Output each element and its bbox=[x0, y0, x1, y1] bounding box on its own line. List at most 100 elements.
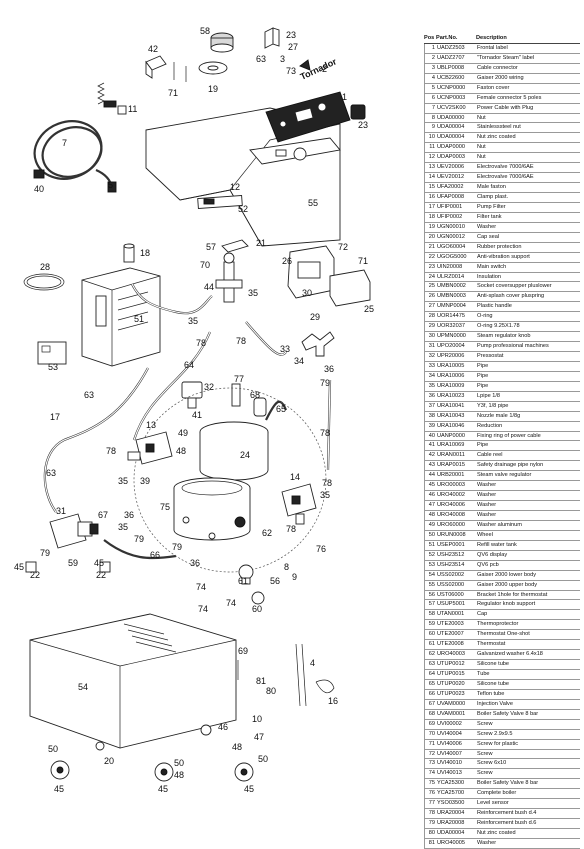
wiring-4 bbox=[295, 643, 307, 707]
row-pos: 24 bbox=[428, 273, 435, 280]
callout-7: 7 bbox=[62, 138, 67, 148]
row-part-no: UFA20002 bbox=[437, 184, 464, 191]
callout-35d: 35 bbox=[320, 490, 330, 500]
row-pos: 13 bbox=[428, 164, 435, 171]
row-pos: 7 bbox=[431, 104, 435, 111]
thermostat-60 bbox=[251, 591, 265, 605]
callout-78d: 78 bbox=[106, 446, 116, 456]
row-part-no: URAN0011 bbox=[437, 452, 465, 459]
row-part-no: UTAN0001 bbox=[437, 611, 465, 618]
row-description: Nut zinc coated bbox=[477, 134, 516, 141]
row-description: Screw 6x10 bbox=[477, 760, 507, 767]
row-description: Pump professional machines bbox=[477, 343, 549, 350]
callout-59: 59 bbox=[68, 558, 78, 568]
row-part-no: UPO20004 bbox=[437, 343, 465, 350]
callout-35: 35 bbox=[248, 288, 258, 298]
row-description: Wheel bbox=[477, 531, 493, 538]
callout-25: 25 bbox=[364, 304, 374, 314]
row-description: Thermostat One-shot bbox=[477, 631, 530, 638]
callout-33: 33 bbox=[280, 344, 290, 354]
row-pos: 26 bbox=[428, 293, 435, 300]
callout-36c: 36 bbox=[190, 558, 200, 568]
callout-45: 45 bbox=[14, 562, 24, 572]
callout-67: 67 bbox=[98, 510, 108, 520]
row-description: Socket coversupper pluslower bbox=[477, 283, 552, 290]
callout-24: 24 bbox=[240, 450, 250, 460]
row-pos: 35 bbox=[428, 382, 435, 389]
row-part-no: UFIP0001 bbox=[437, 203, 463, 210]
callout-77: 77 bbox=[234, 374, 244, 384]
row-description: Male faston bbox=[477, 184, 506, 191]
bracket-42 bbox=[145, 55, 167, 79]
row-description: Insulation bbox=[477, 273, 501, 280]
row-pos: 56 bbox=[428, 591, 435, 598]
row-description: Regulator knob support bbox=[477, 601, 536, 608]
row-description: Level sensor bbox=[477, 800, 509, 807]
callout-5: 5 bbox=[108, 180, 113, 190]
row-pos: 69 bbox=[428, 720, 435, 727]
pcb-53 bbox=[37, 341, 67, 365]
callout-60: 60 bbox=[252, 604, 262, 614]
row-description: Fixing ring of power cable bbox=[477, 432, 541, 439]
steam-valve-regulator-44 bbox=[215, 252, 243, 303]
frontal-label-1 bbox=[265, 91, 351, 143]
callout-18: 18 bbox=[140, 248, 150, 258]
electrovalve-13 bbox=[127, 431, 173, 465]
row-pos: 58 bbox=[428, 611, 435, 618]
row-description: Reinforcement bush d.6 bbox=[477, 820, 537, 827]
row-part-no: URO40008 bbox=[437, 512, 465, 518]
row-pos: 65 bbox=[428, 680, 435, 687]
filter-tank-18 bbox=[123, 243, 135, 263]
row-pos: 57 bbox=[428, 601, 435, 608]
row-part-no: URA10006 bbox=[437, 372, 465, 379]
row-pos: 61 bbox=[428, 641, 435, 648]
y-pipe-37 bbox=[301, 331, 335, 357]
callout-76: 76 bbox=[316, 544, 326, 554]
row-part-no: UGO60004 bbox=[437, 243, 466, 250]
row-part-no: UFIP0002 bbox=[437, 213, 463, 220]
row-pos: 59 bbox=[428, 621, 435, 628]
row-pos: 40 bbox=[428, 432, 435, 439]
row-part-no: URO00003 bbox=[437, 482, 465, 489]
row-part-no: URA10041 bbox=[437, 402, 465, 409]
row-description: QV6 display bbox=[477, 551, 508, 558]
row-part-no: USH23512 bbox=[437, 551, 465, 558]
row-description: Washer bbox=[477, 839, 497, 846]
row-part-no: USEP0001 bbox=[437, 541, 465, 548]
row-description: Bracket 1hole for thermostat bbox=[477, 591, 548, 598]
row-pos: 51 bbox=[428, 541, 435, 548]
callout-labels: 58 42 23 27 63 3 73 71 19 11 2 1 23 7 40… bbox=[14, 26, 374, 794]
row-part-no: UOR32037 bbox=[437, 323, 465, 330]
callout-14: 14 bbox=[290, 472, 300, 482]
row-part-no: URB20001 bbox=[437, 472, 465, 479]
row-pos: 36 bbox=[428, 392, 435, 399]
row-part-no: UVI40013 bbox=[437, 770, 462, 777]
row-part-no: URO40003 bbox=[437, 651, 465, 658]
callout-50: 50 bbox=[48, 744, 58, 754]
callout-22b: 22 bbox=[96, 570, 106, 580]
callout-31: 31 bbox=[56, 506, 66, 516]
knob-support-57 bbox=[221, 239, 249, 253]
callout-8: 8 bbox=[284, 562, 289, 572]
callout-42: 42 bbox=[148, 44, 158, 54]
row-part-no: UTUP0012 bbox=[437, 661, 465, 668]
callout-47: 47 bbox=[254, 732, 264, 742]
row-description: Thermoprotector bbox=[477, 621, 519, 628]
row-pos: 33 bbox=[428, 362, 435, 369]
